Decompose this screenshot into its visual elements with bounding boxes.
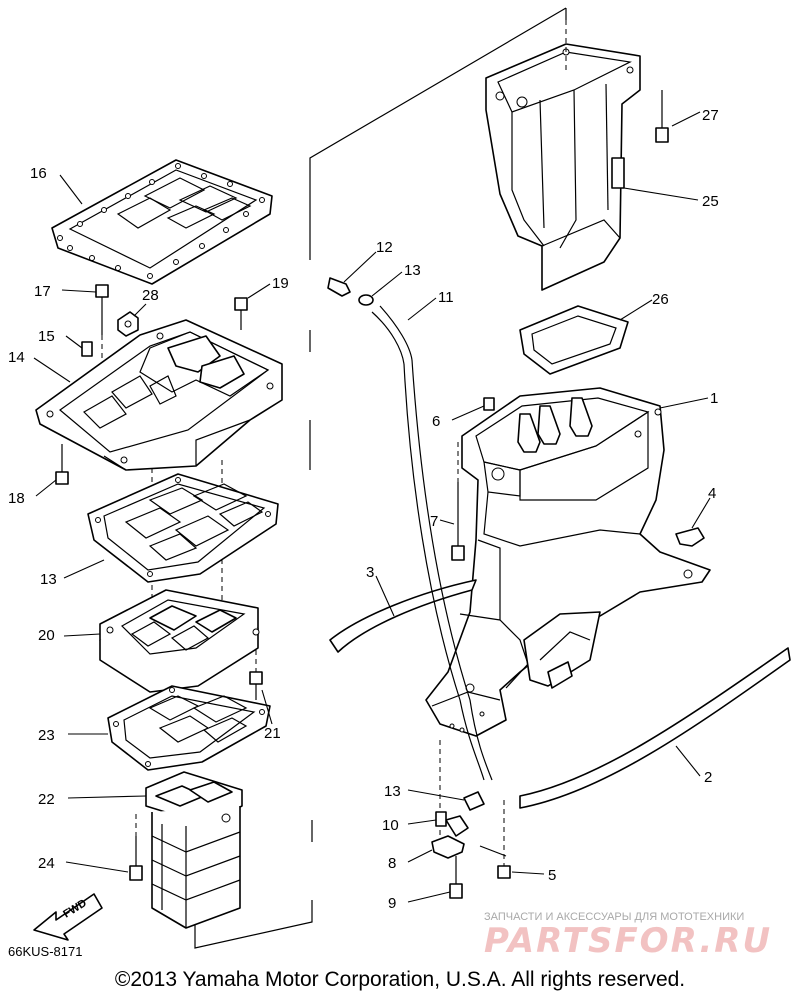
- part-2-rubber-strip: [519, 647, 791, 809]
- leader-lines: [33, 111, 711, 903]
- part-18-bolt-upper: [95, 284, 109, 420]
- callout-13-lower: 13: [384, 783, 401, 800]
- callout-28: 28: [142, 287, 159, 304]
- part-3-rubber-strip: [329, 579, 477, 653]
- part-13-clamp-lower: [463, 791, 485, 811]
- callout-10: 10: [382, 817, 399, 834]
- callout-7: 7: [430, 513, 438, 530]
- callout-2: 2: [704, 769, 712, 786]
- part-14-gasket: [87, 473, 279, 583]
- part-5-screw: [479, 800, 511, 879]
- callout-12: 12: [376, 239, 393, 256]
- drawing-code: 66KUS-8171: [8, 944, 82, 959]
- callout-26: 26: [652, 291, 669, 308]
- callout-11: 11: [438, 289, 454, 306]
- part-10-collar: [435, 811, 447, 827]
- fwd-arrow-icon: FWD: [33, 893, 103, 941]
- callout-25: 25: [702, 193, 719, 210]
- part-7-bolt: [451, 442, 465, 561]
- part-19-bolt: [234, 297, 248, 330]
- part-13-clamp-upper: [358, 294, 374, 306]
- part-21-bolt: [249, 650, 263, 700]
- part-20-plate: [99, 589, 260, 693]
- copyright-notice: ©2013 Yamaha Motor Corporation, U.S.A. A…: [114, 968, 686, 991]
- part-1-lower-casing: [425, 387, 711, 737]
- part-18-bolt-lower: [55, 444, 69, 485]
- part-26-seal: [519, 305, 629, 375]
- callout-3: 3: [366, 564, 374, 581]
- part-8-housing: [431, 740, 469, 859]
- part-28-fitting: [117, 311, 139, 337]
- callout-21: 21: [264, 725, 281, 742]
- callout-8: 8: [388, 855, 396, 872]
- callout-16: 15: [38, 328, 55, 345]
- assembly-frame: [194, 7, 567, 949]
- part-15-exhaust-guide: [35, 319, 283, 680]
- callout-22: 22: [38, 791, 55, 808]
- callout-14: 13: [40, 571, 57, 588]
- callout-15: 14: [8, 349, 25, 366]
- callout-19: 19: [272, 275, 289, 292]
- watermark: ЗАПЧАСТИ И АКСЕССУАРЫ ДЛЯ МОТОТЕХНИКИ PA…: [484, 911, 772, 961]
- callout-27: 27: [702, 107, 719, 124]
- callout-18-upper: 17: [34, 283, 51, 300]
- watermark-logo: PARTSFOR.RU: [484, 921, 772, 961]
- part-11-hose: [371, 305, 493, 781]
- callout-labels: 16 17 28 19 15 14 18 13 20 21 23 22 24 2…: [8, 107, 719, 912]
- callout-5: 5: [548, 867, 556, 884]
- callout-23: 23: [38, 727, 55, 744]
- callout-1: 1: [710, 390, 718, 407]
- callout-6: 6: [432, 413, 440, 430]
- part-25-upper-casing: [485, 20, 641, 291]
- part-12-nipple: [327, 277, 351, 297]
- callout-9: 9: [388, 895, 396, 912]
- part-22-exhaust-manifold: [145, 771, 243, 929]
- part-9-bolt: [449, 856, 463, 899]
- callout-4: 4: [708, 485, 716, 502]
- part-27-bolt: [655, 90, 669, 143]
- part-24-bolt: [129, 814, 143, 881]
- callout-24: 24: [38, 855, 55, 872]
- part-17-gasket: [51, 159, 273, 285]
- callout-18-lower: 18: [8, 490, 25, 507]
- part-23-gasket: [107, 685, 271, 771]
- callout-17: 16: [30, 165, 47, 182]
- part-4-grommet: [675, 527, 705, 547]
- callout-20: 20: [38, 627, 55, 644]
- part-6-dowel: [483, 397, 495, 411]
- callout-13-upper: 13: [404, 262, 421, 279]
- part-16-dowel: [81, 341, 93, 357]
- watermark-tagline: ЗАПЧАСТИ И АКСЕССУАРЫ ДЛЯ МОТОТЕХНИКИ: [484, 911, 744, 923]
